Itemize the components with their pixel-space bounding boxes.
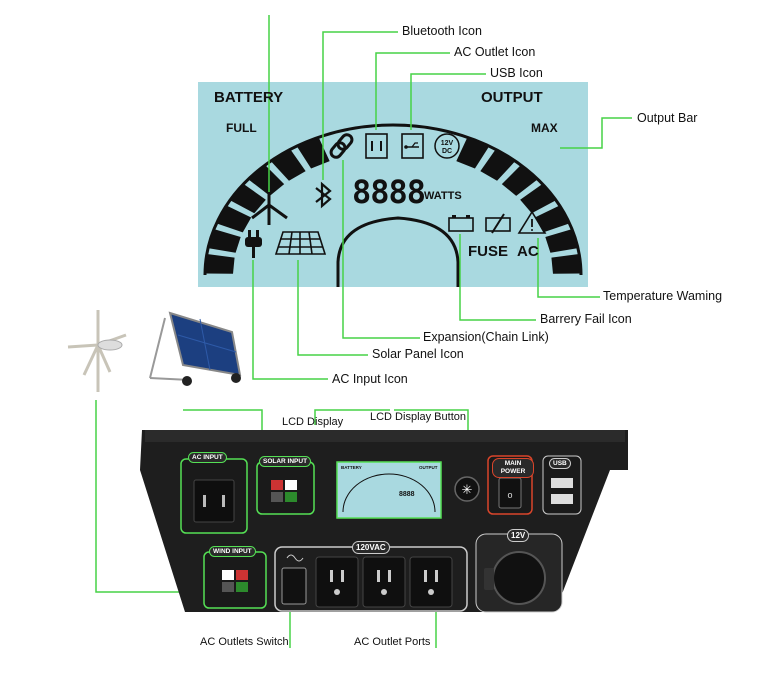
dc-12v-icon: 12V DC: [434, 133, 460, 159]
wind-turbine-image: [67, 310, 127, 392]
callout-ac-ports: AC Outlet Ports: [354, 636, 431, 648]
lcd-inner-hump: [336, 216, 460, 287]
output-bar-segment: [551, 253, 581, 274]
wind-input-port: [203, 551, 267, 609]
svg-text:8888: 8888: [399, 491, 415, 498]
battery-bar-segment: [216, 205, 252, 233]
callout-ac-outlet: AC Outlet Icon: [454, 45, 536, 59]
svg-text:12V: 12V: [441, 140, 454, 147]
panel-12v-label: 12V: [507, 529, 530, 542]
callout-lcd-button: LCD Display Button: [370, 411, 466, 423]
battery-bar-segment: [230, 183, 266, 214]
battery-warning-icon: [485, 213, 511, 234]
callout-solar-panel: Solar Panel Icon: [372, 347, 464, 361]
temperature-warning-icon: [517, 210, 547, 234]
svg-text:✳: ✳: [462, 482, 473, 497]
chain-link-icon: [329, 133, 354, 159]
mini-lcd-battery-label: BATTERY: [341, 465, 362, 470]
lcd-battery-label: BATTERY: [214, 89, 284, 106]
output-bar-segment: [501, 165, 538, 196]
callout-ac-input: AC Input Icon: [332, 372, 408, 386]
output-bar-segment: [520, 183, 556, 214]
output-bar-segment: [534, 205, 570, 233]
usb-icon: [401, 133, 424, 159]
ac-outlet-icon: [365, 133, 388, 159]
lcd-watts-label: WATTS: [424, 190, 462, 202]
solar-panel-image: [149, 311, 242, 386]
output-bar-segment: [545, 229, 578, 253]
callout-temperature: Temperature Waming: [603, 289, 723, 303]
battery-bar-meter: [205, 137, 330, 274]
plug-icon: [245, 230, 262, 258]
panel-solar-input-label: SOLAR INPUT: [259, 456, 312, 467]
bluetooth-icon: [315, 181, 332, 209]
panel-ac-input-label: AC INPUT: [188, 452, 227, 463]
ac-outlet-ports: [315, 556, 453, 608]
callout-bluetooth: Bluetooth Icon: [402, 24, 482, 38]
mini-lcd-output-label: OUTPUT: [419, 465, 438, 470]
callout-usb: USB Icon: [490, 66, 543, 80]
panel-usb-label: USB: [549, 458, 571, 469]
callout-battery-fail: Barrery Fail Icon: [540, 312, 632, 326]
solar-panel-icon: [274, 231, 327, 255]
lcd-ac-label: AC: [517, 243, 539, 260]
callout-output-bar: Output Bar: [637, 111, 698, 125]
panel-wind-input-label: WIND INPUT: [209, 546, 256, 557]
battery-bar-segment: [296, 137, 330, 169]
callout-expansion: Expansion(Chain Link): [423, 330, 549, 344]
battery-bar-segment: [270, 149, 306, 181]
panel-main-power-label: MAIN POWER: [492, 458, 534, 478]
lcd-display-button[interactable]: [454, 476, 480, 502]
lcd-digits: 8888: [352, 173, 426, 211]
output-bar-segment: [480, 149, 516, 181]
output-bar-segment: [456, 137, 490, 169]
ac-outlets-switch[interactable]: [281, 567, 307, 605]
output-bar-meter: [456, 137, 581, 274]
battery-bar-segment: [208, 229, 241, 253]
lcd-fuse-label: FUSE: [468, 243, 509, 260]
callout-ac-switch: AC Outlets Switch: [200, 636, 289, 648]
battery-bar-segment: [248, 165, 285, 196]
svg-text:o: o: [507, 490, 512, 500]
lcd-full-label: FULL: [226, 121, 257, 135]
callout-lcd-display: LCD Display: [282, 416, 344, 428]
lcd-output-label: OUTPUT: [481, 89, 543, 106]
svg-text:DC: DC: [442, 148, 452, 155]
panel-120vac-label: 120VAC: [352, 541, 390, 554]
lcd-max-label: MAX: [531, 121, 558, 135]
lcd-arc: [203, 123, 583, 276]
battery-bar-segment: [205, 253, 235, 274]
battery-fail-icon: [448, 215, 474, 232]
mini-lcd-display: [336, 461, 442, 519]
